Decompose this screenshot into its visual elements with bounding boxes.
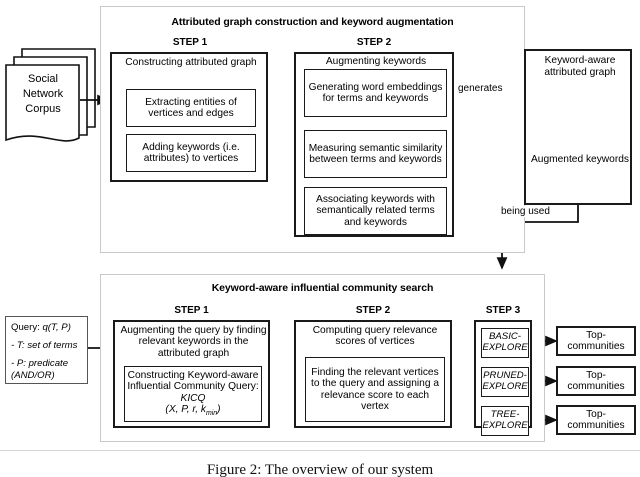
top-panel-title: Attributed graph construction and keywor… [171,16,454,28]
bottom-step1-header: Augmenting the query by finding relevant… [120,325,267,359]
bottom-step1-box: Augmenting the query by finding relevant… [113,320,270,428]
top-step2-item-2: Associating keywords with semantically r… [304,187,447,235]
top-step2-item-1: Measuring semantic similarity between te… [304,130,447,178]
algorithm-basic-explore[interactable]: BASIC-EXPLORE [481,328,529,358]
algorithm-tree-explore[interactable]: TREE-EXPLORE [481,406,529,436]
top-step2-box: Augmenting keywords Generating word embe… [294,52,454,237]
top-step1-header: Constructing attributed graph [125,57,257,68]
bottom-step2-label: STEP 2 [355,305,391,316]
top-step1-box: Constructing attributed graph Extracting… [110,52,268,182]
bottom-step2-inner-box: Finding the relevant vertices to the que… [305,357,445,422]
keyword-aware-attributed-graph-box: Keyword-aware attributed graph Augmented… [524,49,632,205]
top-step1-label: STEP 1 [172,37,208,48]
bottom-step1-label: STEP 1 [174,305,209,316]
top-step2-header: Augmenting keywords [325,56,427,67]
generates-label: generates [457,83,504,94]
being-used-label: being used [500,206,551,217]
output-top-communities-1: Top-communities [556,366,636,396]
top-step1-item-0: Extracting entities of vertices and edge… [126,89,256,127]
top-step2-item-0: Generating word embeddings for terms and… [304,69,447,117]
bottom-panel-title: Keyword-aware influential community sear… [211,282,434,294]
kicq-text: Constructing Keyword-aware Influential C… [127,369,259,404]
kicq-acronym: KICQ [180,392,206,404]
algorithm-pruned-explore[interactable]: PRUNED-EXPLORE [481,367,529,397]
graph-box-caption: Augmented keywords [531,154,629,165]
bottom-step2-box: Computing query relevance scores of vert… [294,320,452,428]
query-expression: q(T, P) [42,322,71,333]
output-top-communities-0: Top-communities [556,326,636,356]
bottom-step3-label: STEP 3 [485,305,521,316]
top-step2-label: STEP 2 [356,37,392,48]
query-line-2: - T: set of terms [11,339,78,351]
output-top-communities-2: Top-communities [556,405,636,435]
query-box: Query: q(T, P) - T: set of terms - P: pr… [5,316,88,384]
bottom-step3-box: BASIC-EXPLORE PRUNED-EXPLORE TREE-EXPLOR… [474,320,532,436]
figure-caption: Figure 2: The overview of our system [206,462,434,477]
caption-separator [0,450,640,451]
query-line-3: - P: predicate (AND/OR) [11,357,69,381]
top-step1-item-1: Adding keywords (i.e. attributes) to ver… [126,134,256,172]
kicq-kmin-subscript: min [206,410,218,418]
query-line-1: Query: q(T, P) [11,322,71,333]
bottom-step1-kicq-box: Constructing Keyword-aware Influential C… [124,366,262,422]
graph-box-title: Keyword-aware attributed graph [544,55,616,78]
kicq-params: (X, P, r, kmin) [165,404,221,418]
bottom-step2-header: Computing query relevance scores of vert… [312,325,438,348]
social-network-corpus-label: Social Network Corpus [22,73,64,115]
